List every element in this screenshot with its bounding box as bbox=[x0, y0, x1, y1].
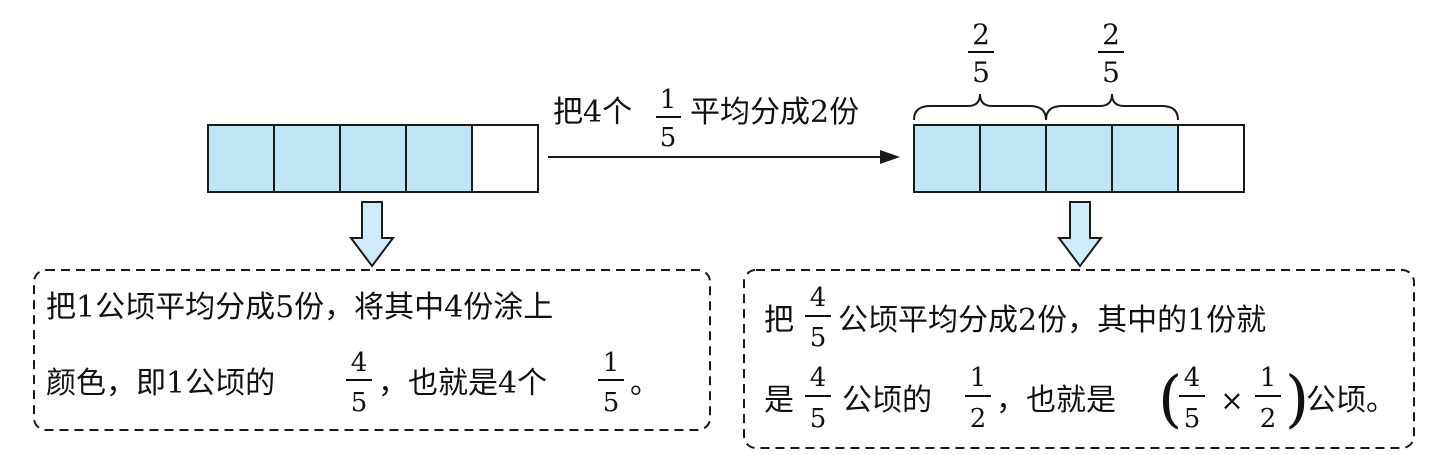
right-box-l2-frac1-num: 4 bbox=[810, 363, 827, 393]
right-box-l2-frac2-num: 1 bbox=[970, 363, 987, 393]
brace-right-den: 5 bbox=[1102, 56, 1120, 89]
right-bar bbox=[913, 124, 1245, 193]
brace-left-den: 5 bbox=[972, 56, 990, 89]
right-box-l2-times: × bbox=[1220, 384, 1243, 417]
left-bar-segment bbox=[405, 124, 473, 193]
right-box-l2-frac3-den: 5 bbox=[1184, 404, 1201, 434]
right-box-l1-b: 公顷平均分成2份，其中的1份就 bbox=[838, 303, 1266, 338]
transform-arrow bbox=[548, 150, 900, 164]
right-box-l2-frac4-num: 1 bbox=[1260, 363, 1277, 393]
left-box-frac2-den: 5 bbox=[603, 388, 620, 418]
right-box-l1-frac-num: 4 bbox=[810, 283, 827, 313]
right-box-l2-frac3-num: 4 bbox=[1184, 363, 1201, 393]
left-bar bbox=[207, 124, 539, 193]
right-box-l2-a: 是 bbox=[764, 383, 794, 418]
arrow-label: 把4个 1 5 平均分成2份 bbox=[553, 85, 859, 153]
left-bar-segment bbox=[339, 124, 407, 193]
right-box-l2-c: ，也就是 bbox=[996, 383, 1116, 418]
right-box-l2-frac1-den: 5 bbox=[810, 404, 827, 434]
right-box-l2-frac2-den: 2 bbox=[970, 404, 987, 434]
right-box-l2-frac4-den: 2 bbox=[1260, 404, 1277, 434]
brace-left-num: 2 bbox=[972, 18, 990, 51]
left-box-line2-b: ，也就是4个 bbox=[378, 366, 547, 401]
right-box-l1-a: 把 bbox=[764, 303, 794, 338]
down-arrow-right-icon bbox=[1057, 201, 1103, 268]
right-bar-segment bbox=[1177, 124, 1245, 193]
down-arrow-left-icon bbox=[349, 201, 395, 268]
right-explanation-box bbox=[743, 269, 1415, 449]
left-box-line2-a: 颜色，即1公顷的 bbox=[46, 366, 275, 401]
right-bar-segment bbox=[1111, 124, 1179, 193]
arrow-label-pre: 把4个 bbox=[553, 95, 632, 130]
left-box-line2-c: 。 bbox=[630, 366, 660, 401]
left-box-frac1-den: 5 bbox=[351, 388, 368, 418]
left-bar-segment bbox=[471, 124, 539, 193]
right-explanation-text: 把 4 5 公顷平均分成2份，其中的1份就 是 4 5 公顷的 1 2 ，也就是… bbox=[764, 283, 1396, 435]
right-bar-segment bbox=[913, 124, 981, 193]
arrow-label-post: 平均分成2份 bbox=[690, 95, 859, 130]
right-box-l2-close-paren: ) bbox=[1285, 362, 1309, 435]
left-box-line1: 把1公顷平均分成5份，将其中4份涂上 bbox=[46, 290, 553, 325]
left-bar-segment bbox=[273, 124, 341, 193]
right-box-l2-open-paren: ( bbox=[1158, 362, 1182, 435]
brace-right-num: 2 bbox=[1102, 18, 1120, 51]
brace-left: 2 5 bbox=[913, 18, 1047, 121]
right-bar-segment bbox=[979, 124, 1047, 193]
left-explanation-box bbox=[33, 269, 711, 431]
right-bar-segment bbox=[1045, 124, 1113, 193]
right-box-l2-b: 公顷的 bbox=[842, 383, 932, 418]
right-box-l1-frac-den: 5 bbox=[810, 323, 827, 353]
brace-right: 2 5 bbox=[1045, 18, 1179, 121]
left-box-frac2-num: 1 bbox=[603, 348, 620, 378]
left-bar-segment bbox=[207, 124, 275, 193]
right-box-l2-d: 公顷。 bbox=[1306, 383, 1396, 418]
arrow-label-frac-den: 5 bbox=[660, 123, 677, 153]
arrow-label-frac-num: 1 bbox=[660, 85, 677, 115]
left-box-frac1-num: 4 bbox=[351, 348, 368, 378]
left-explanation-text: 把1公顷平均分成5份，将其中4份涂上 颜色，即1公顷的 4 5 ，也就是4个 1… bbox=[46, 290, 660, 418]
